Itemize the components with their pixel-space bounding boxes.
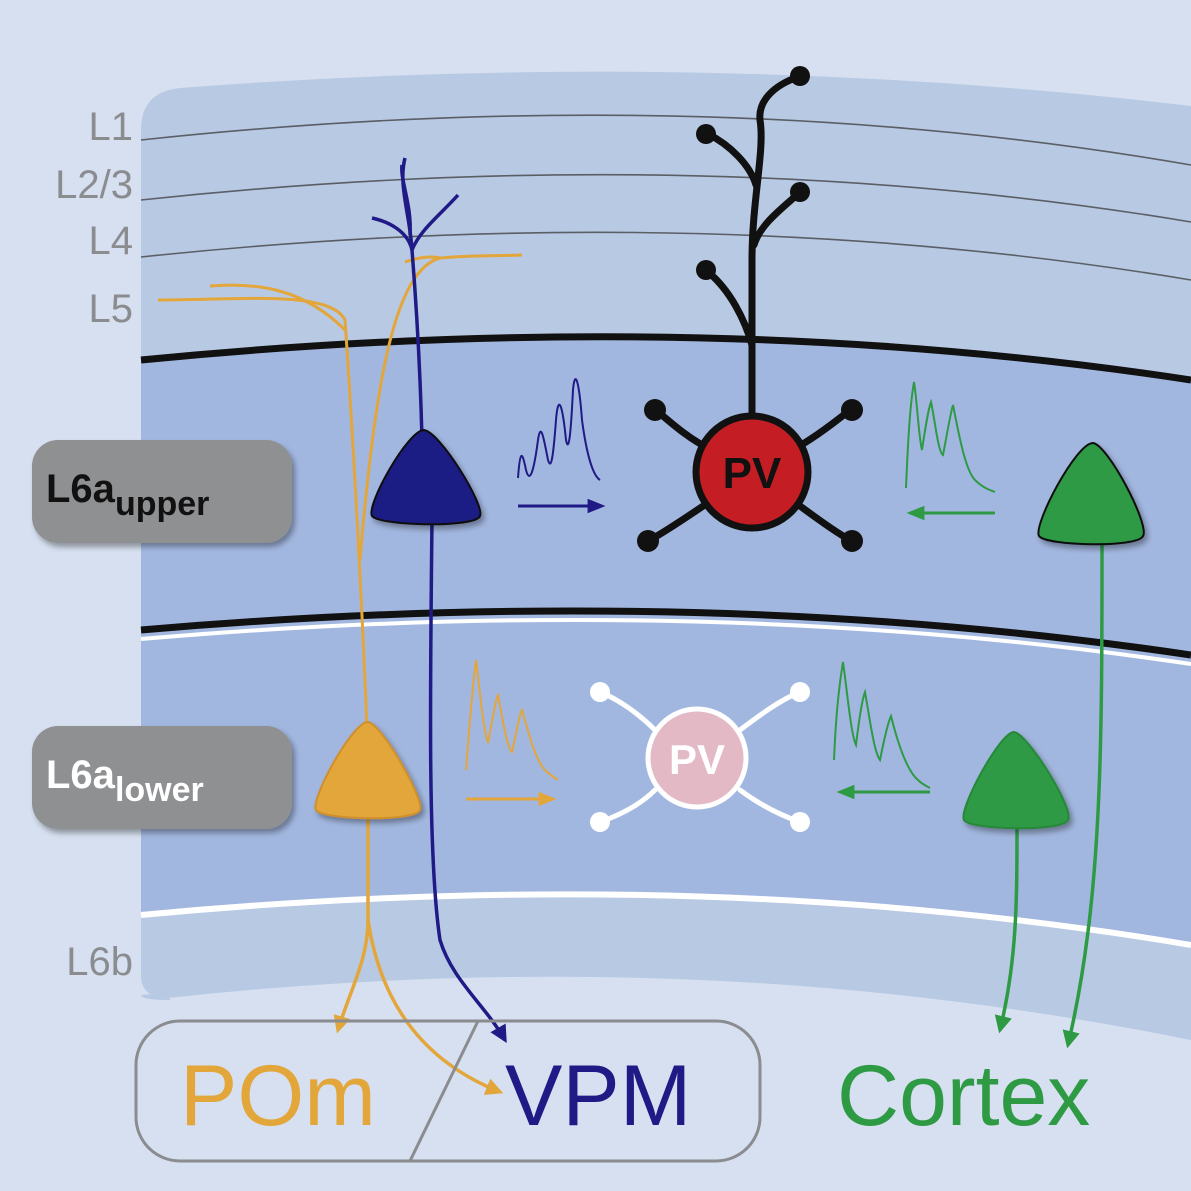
pv-upper-interneuron: PV <box>637 66 863 552</box>
l23-boundary <box>140 173 1191 223</box>
layer-label-l23: L2/3 <box>55 163 133 207</box>
l6a-upper-badge <box>32 440 292 543</box>
l5-l6a-boundary <box>140 333 1191 384</box>
pom-neuron-processes <box>157 253 523 731</box>
cortex-axon-upper <box>1062 544 1104 1049</box>
layer-label-l6b: L6b <box>66 940 133 984</box>
l6a-lower-sub: lower <box>115 771 204 809</box>
thalamus-target-box <box>134 1019 762 1163</box>
upper-lower-boundary-highlight <box>140 617 1191 666</box>
epsp-trace-green-lower <box>833 661 931 789</box>
l6a-upper-sub: upper <box>115 485 209 523</box>
cortex-pyramidal-neuron-lower <box>962 730 1070 830</box>
l6a-upper-main: L6a <box>46 467 116 511</box>
epsp-trace-orange <box>465 659 559 781</box>
vpm-pyramidal-neuron <box>370 428 482 526</box>
pv-upper-label: PV <box>723 449 782 498</box>
pv-lower-label: PV <box>669 736 725 783</box>
layer-label-l1: L1 <box>89 105 134 149</box>
cortex-target-label: Cortex <box>837 1048 1090 1144</box>
pom-target-label: POm <box>180 1048 376 1144</box>
vpm-axon <box>428 519 507 1044</box>
l6a-lower-main: L6a <box>46 753 116 797</box>
l4-boundary <box>140 231 1191 281</box>
upper-lower-boundary <box>140 607 1191 659</box>
pom-pyramidal-neuron <box>314 720 422 820</box>
l6a-lower-label: L6alower <box>46 753 204 809</box>
layer-label-l4: L4 <box>89 219 134 263</box>
pv-lower-interneuron: PV <box>590 682 810 832</box>
l1-boundary <box>140 114 1191 166</box>
l6a-upper-label: L6aupper <box>46 467 209 523</box>
pom-axon-to-vpm <box>366 919 504 1095</box>
vpm-neuron-dendrites <box>371 157 460 441</box>
layer-label-l5: L5 <box>89 287 134 331</box>
epsp-trace-blue <box>517 378 601 481</box>
l6b-band-fill <box>141 894 1191 1040</box>
l6a-lower-badge <box>32 726 292 829</box>
l6a-upper-band <box>141 336 1191 655</box>
l6a-l6b-boundary <box>140 891 1191 948</box>
cortex-axon-lower <box>994 824 1019 1034</box>
epsp-trace-green-upper <box>905 381 996 493</box>
cortex-pyramidal-neuron-upper <box>1037 441 1145 546</box>
vpm-target-label: VPM <box>505 1048 691 1144</box>
